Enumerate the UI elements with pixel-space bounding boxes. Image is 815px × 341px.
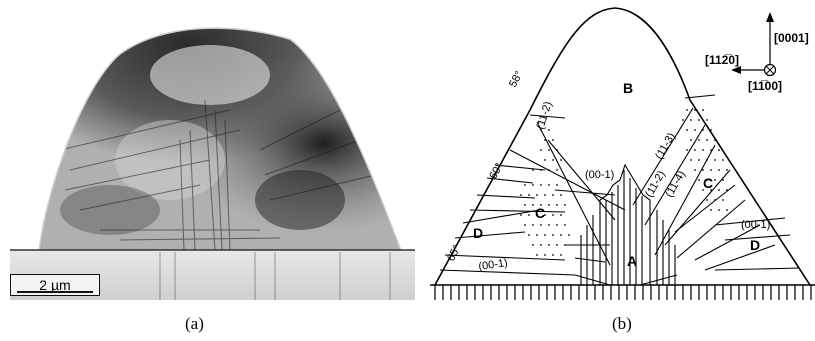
micrograph-image [0, 0, 415, 310]
region-label-c-left: C [535, 205, 545, 221]
region-label-d-left: D [473, 225, 483, 241]
plane-label-11-3: (11-3) [653, 131, 678, 162]
boundary-lines [440, 95, 800, 285]
scale-bar-rule [17, 291, 93, 293]
caption-a: (a) [185, 314, 204, 334]
panel-b-schematic: A B A C C D D 58° 60° 65° (11-2) (00-1) … [415, 0, 815, 341]
axis-label-11-20: [112̅0] [705, 53, 739, 67]
angle-label-58: 58° [507, 69, 525, 89]
plane-label-00-1-left: (00-1) [478, 257, 509, 273]
panel-a-micrograph: 2 µm (a) [0, 0, 415, 341]
plane-label-11-2-left: (11-2) [534, 100, 554, 131]
axis-left-arrowhead [731, 66, 741, 74]
region-label-b: B [623, 80, 633, 96]
schematic-diagram: A B A C C D D 58° 60° 65° (11-2) (00-1) … [415, 0, 815, 310]
plane-label-11-4: (11-4) [663, 169, 688, 200]
axes-indicator: [0001] [112̅0] [11̅00] [705, 12, 809, 93]
scale-bar: 2 µm [10, 274, 100, 296]
axis-label-0001: [0001] [774, 31, 809, 45]
axis-label-1-100: [11̅00] [748, 79, 782, 93]
plane-label-00-1-right: (00-1) [741, 219, 770, 231]
axis-up-arrowhead [766, 12, 774, 22]
plane-label-00-1-center: (00-1) [585, 169, 614, 181]
dotted-region-c-left [520, 129, 570, 256]
caption-b: (b) [612, 314, 632, 334]
substrate-ticks [435, 285, 811, 300]
region-label-c-right: C [703, 175, 713, 191]
region-label-a: A [627, 253, 637, 269]
region-label-d-right: D [750, 237, 760, 253]
